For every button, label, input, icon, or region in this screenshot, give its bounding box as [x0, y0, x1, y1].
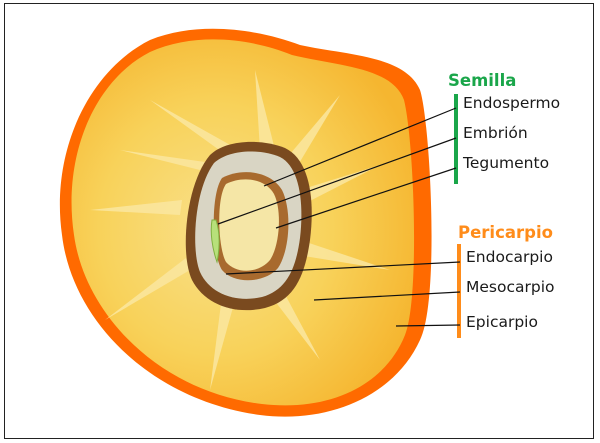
label-epicarpio: Epicarpio	[466, 313, 538, 331]
semilla-title: Semilla	[448, 71, 516, 90]
label-endocarpio: Endocarpio	[466, 248, 553, 266]
endosperm-shape	[219, 179, 279, 270]
pericarpio-bar	[457, 244, 461, 338]
label-mesocarpio: Mesocarpio	[466, 278, 555, 296]
pericarpio-title: Pericarpio	[458, 223, 553, 242]
label-embrion: Embrión	[463, 124, 528, 142]
label-tegumento: Tegumento	[462, 154, 549, 172]
label-endospermo: Endospermo	[463, 94, 560, 112]
